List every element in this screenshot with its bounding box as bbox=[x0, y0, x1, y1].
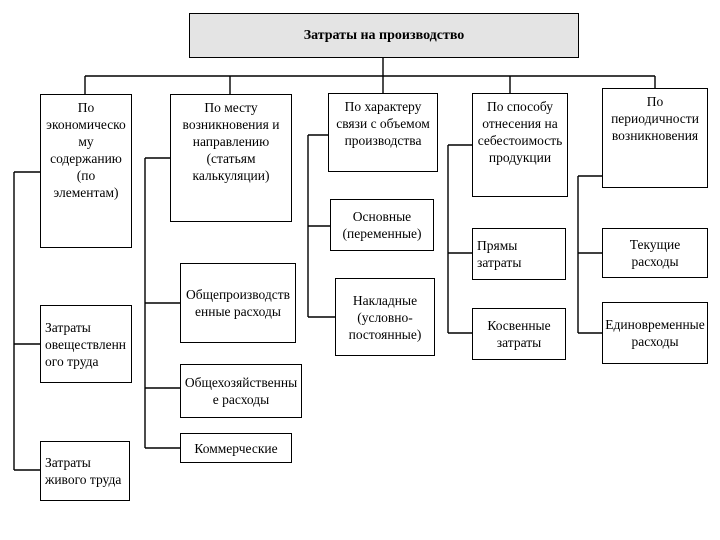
item-general-administrative-expenses: Общехозяйственны е расходы bbox=[180, 364, 302, 418]
item-current-expenses: Текущие расходы bbox=[602, 228, 708, 278]
item-direct-costs: Прямы затраты bbox=[472, 228, 566, 280]
item-general-production-expenses: Общепроизводств енные расходы bbox=[180, 263, 296, 343]
category-volume-relation: По характеру связи с объемом производств… bbox=[328, 93, 438, 172]
category-periodicity: По периодичности возникновения bbox=[602, 88, 708, 188]
category-place-of-origin: По месту возникновения и направлению (ст… bbox=[170, 94, 292, 222]
item-indirect-costs: Косвенные затраты bbox=[472, 308, 566, 360]
item-one-time-expenses: Единовременные расходы bbox=[602, 302, 708, 364]
item-living-labor: Затраты живого труда bbox=[40, 441, 130, 501]
category-cost-assignment: По способу отнесения на себестоимость пр… bbox=[472, 93, 568, 197]
item-overhead-costs: Накладные (условно- постоянные) bbox=[335, 278, 435, 356]
diagram-title: Затраты на производство bbox=[189, 13, 579, 58]
item-materialized-labor: Затраты овеществленн ого труда bbox=[40, 305, 132, 383]
item-commercial-expenses: Коммерческие bbox=[180, 433, 292, 463]
category-economic-content: По экономическо му содержанию (по элемен… bbox=[40, 94, 132, 248]
item-variable-costs: Основные (переменные) bbox=[330, 199, 434, 251]
